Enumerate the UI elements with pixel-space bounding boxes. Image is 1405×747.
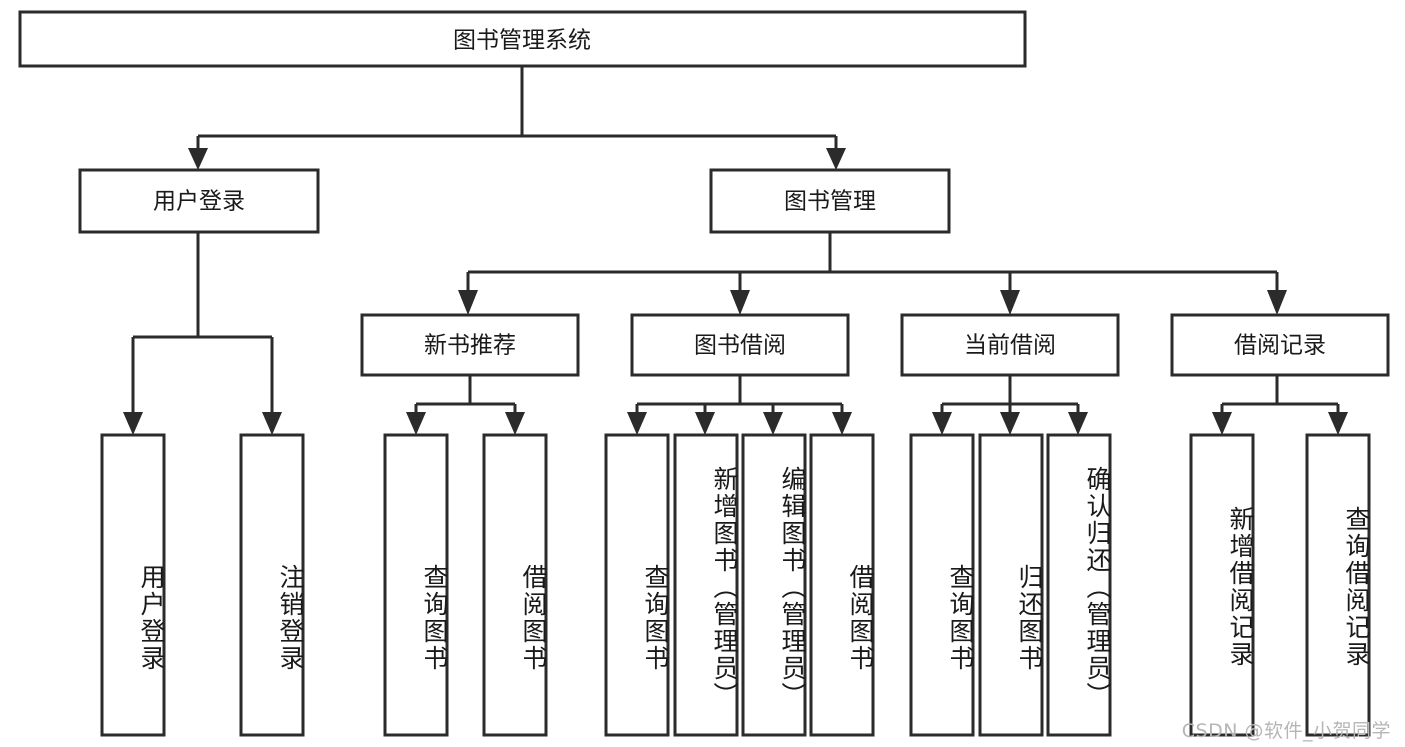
leaf-box-query-book-2[interactable] xyxy=(604,433,670,737)
node-current-borrow-label: 当前借阅 xyxy=(964,333,1056,359)
arrowhead-current-borrow xyxy=(1000,290,1020,315)
arrowhead-leaf-confirm-return xyxy=(1068,412,1088,435)
node-new-book-recommend-label: 新书推荐 xyxy=(424,333,516,359)
node-current-borrow-box[interactable] xyxy=(900,313,1120,377)
connectors xyxy=(123,66,1348,435)
arrowhead-leaf-query-record xyxy=(1328,412,1348,435)
arrowhead-leaf-edit-book xyxy=(763,412,783,435)
arrowhead-leaf-borrow-book-2 xyxy=(832,412,852,435)
node-borrow-record-box[interactable] xyxy=(1170,313,1390,377)
leaf-box-add-record[interactable] xyxy=(1189,433,1255,737)
node-new-book-recommend-box[interactable] xyxy=(360,313,580,377)
leaf-boxes xyxy=(100,433,1371,737)
arrowhead-leaf-query-book-1 xyxy=(406,412,426,435)
node-user-login-box[interactable] xyxy=(78,168,320,234)
leaf-box-edit-book[interactable] xyxy=(741,433,807,737)
arrowhead-leaf-return-book xyxy=(1000,412,1020,435)
arrowhead-new-book xyxy=(458,290,478,315)
arrowhead-leaf-add-record xyxy=(1212,412,1232,435)
arrowhead-book-borrow xyxy=(730,290,750,315)
leaf-box-query-book-3[interactable] xyxy=(909,433,975,737)
node-root-label: 图书管理系统 xyxy=(453,28,591,54)
node-book-borrow-label: 图书借阅 xyxy=(694,333,786,359)
watermark: CSDN @软件_小贺同学 xyxy=(1181,720,1391,742)
arrowhead-leaf-borrow-book-1 xyxy=(505,412,525,435)
node-root-box[interactable] xyxy=(18,10,1027,68)
arrowhead-borrow-record xyxy=(1267,290,1287,315)
node-user-login[interactable]: 用户登录 xyxy=(78,168,320,234)
arrowhead-leaf-logout xyxy=(262,412,282,435)
node-book-management-box[interactable] xyxy=(709,168,951,234)
leaf-box-logout[interactable] xyxy=(239,433,305,737)
node-new-book-recommend[interactable]: 新书推荐 xyxy=(360,313,580,377)
arrowhead-leaf-add-book xyxy=(695,412,715,435)
node-book-management-label: 图书管理 xyxy=(784,189,876,215)
node-book-borrow[interactable]: 图书借阅 xyxy=(630,313,850,377)
arrowhead-leaf-query-book-3 xyxy=(932,412,952,435)
node-book-borrow-box[interactable] xyxy=(630,313,850,377)
leaf-box-query-book-1[interactable] xyxy=(383,433,449,737)
leaf-box-borrow-book-2[interactable] xyxy=(809,433,875,737)
leaf-box-return-book[interactable] xyxy=(978,433,1044,737)
arrowhead-leaf-user-login xyxy=(123,412,143,435)
leaf-box-query-record[interactable] xyxy=(1305,433,1371,737)
leaf-box-add-book[interactable] xyxy=(673,433,739,737)
leaf-box-confirm-return[interactable] xyxy=(1046,433,1112,737)
leaf-box-user-login[interactable] xyxy=(100,433,166,737)
node-borrow-record[interactable]: 借阅记录 xyxy=(1170,313,1390,377)
node-user-login-label: 用户登录 xyxy=(153,189,245,215)
node-root[interactable]: 图书管理系统 xyxy=(18,10,1027,68)
node-current-borrow[interactable]: 当前借阅 xyxy=(900,313,1120,377)
node-borrow-record-label: 借阅记录 xyxy=(1234,333,1326,359)
arrowhead-login xyxy=(188,148,208,170)
arrowhead-bookmgmt xyxy=(826,148,846,170)
leaf-box-borrow-book-1[interactable] xyxy=(482,433,548,737)
arrowhead-leaf-query-book-2 xyxy=(627,412,647,435)
node-book-management[interactable]: 图书管理 xyxy=(709,168,951,234)
